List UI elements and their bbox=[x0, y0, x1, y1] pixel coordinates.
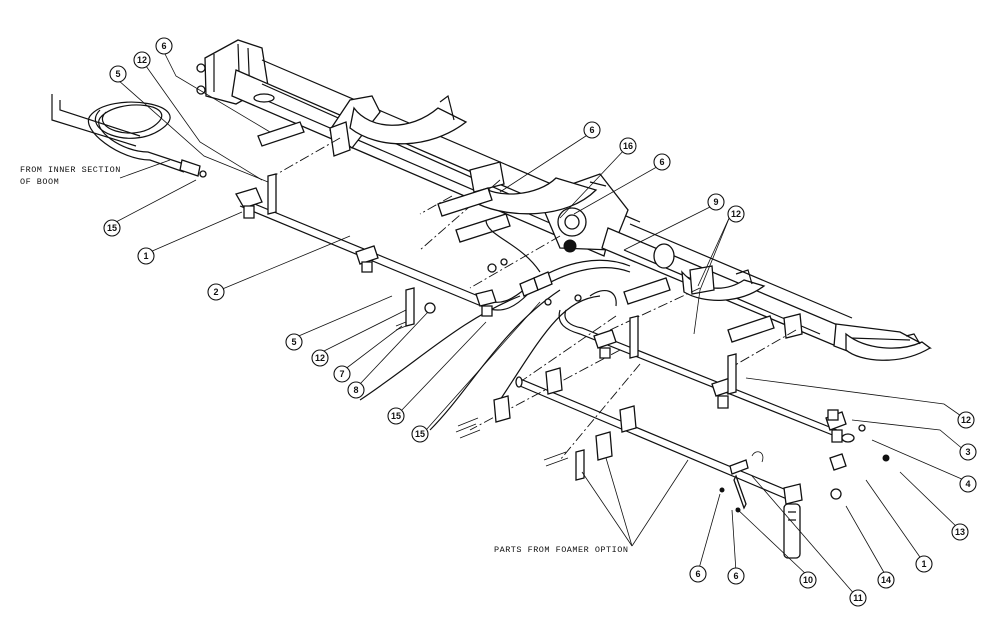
svg-text:11: 11 bbox=[853, 593, 863, 603]
callout-11: 11 bbox=[849, 589, 867, 607]
callout-13: 13 bbox=[951, 523, 969, 541]
svg-text:15: 15 bbox=[107, 223, 117, 233]
callout-1: 1 bbox=[137, 247, 155, 265]
svg-text:12: 12 bbox=[731, 209, 741, 219]
svg-text:12: 12 bbox=[961, 415, 971, 425]
svg-text:6: 6 bbox=[589, 125, 594, 135]
callout-10: 10 bbox=[799, 571, 817, 589]
callout-12: 12 bbox=[957, 411, 975, 429]
svg-text:15: 15 bbox=[391, 411, 401, 421]
svg-text:12: 12 bbox=[137, 55, 147, 65]
notes: FROM INNER SECTION OF BOOM PARTS FROM FO… bbox=[20, 159, 628, 555]
svg-text:14: 14 bbox=[881, 575, 891, 585]
nozzle-bodies bbox=[235, 173, 890, 500]
svg-text:8: 8 bbox=[353, 385, 358, 395]
callout-14: 14 bbox=[877, 571, 895, 589]
svg-text:6: 6 bbox=[733, 571, 738, 581]
callout-12: 12 bbox=[133, 51, 151, 69]
callout-15: 15 bbox=[411, 425, 429, 443]
callout-3: 3 bbox=[959, 443, 977, 461]
callout-balloons: 6 12 5 15 1 2 5 12 7 8 15 15 6 16 6 9 12… bbox=[103, 37, 977, 607]
callout-15: 15 bbox=[387, 407, 405, 425]
callout-2: 2 bbox=[207, 283, 225, 301]
callout-15: 15 bbox=[103, 219, 121, 237]
svg-text:3: 3 bbox=[965, 447, 970, 457]
callout-4: 4 bbox=[959, 475, 977, 493]
svg-text:15: 15 bbox=[415, 429, 425, 439]
plates bbox=[257, 121, 775, 343]
svg-text:13: 13 bbox=[955, 527, 965, 537]
callout-6: 6 bbox=[653, 153, 671, 171]
boom-frame bbox=[196, 39, 933, 361]
callout-12: 12 bbox=[727, 205, 745, 223]
callout-6: 6 bbox=[155, 37, 173, 55]
inner-hose bbox=[51, 94, 207, 178]
callout-8: 8 bbox=[347, 381, 365, 399]
svg-text:4: 4 bbox=[965, 479, 970, 489]
note-inner-section-line1: FROM INNER SECTION bbox=[20, 165, 121, 175]
svg-text:5: 5 bbox=[115, 69, 120, 79]
foamer-assembly bbox=[455, 367, 803, 559]
svg-text:6: 6 bbox=[695, 569, 700, 579]
note-inner-section-line2: OF BOOM bbox=[20, 177, 59, 187]
callout-6: 6 bbox=[583, 121, 601, 139]
svg-text:12: 12 bbox=[315, 353, 325, 363]
note-foamer-parts: PARTS FROM FOAMER OPTION bbox=[494, 545, 628, 555]
svg-text:10: 10 bbox=[803, 575, 813, 585]
leader-lines bbox=[115, 51, 965, 597]
callout-1: 1 bbox=[915, 555, 933, 573]
callout-12: 12 bbox=[311, 349, 329, 367]
svg-text:2: 2 bbox=[213, 287, 218, 297]
svg-text:9: 9 bbox=[713, 197, 718, 207]
callout-5: 5 bbox=[109, 65, 127, 83]
svg-text:7: 7 bbox=[339, 369, 344, 379]
svg-text:5: 5 bbox=[291, 337, 296, 347]
callout-6: 6 bbox=[727, 567, 745, 585]
callout-7: 7 bbox=[333, 365, 351, 383]
callout-16: 16 bbox=[619, 137, 637, 155]
callout-6: 6 bbox=[689, 565, 707, 583]
svg-text:1: 1 bbox=[921, 559, 926, 569]
callout-9: 9 bbox=[707, 193, 725, 211]
svg-text:1: 1 bbox=[143, 251, 148, 261]
spray-pipes bbox=[239, 197, 843, 439]
svg-text:6: 6 bbox=[161, 41, 166, 51]
callout-5: 5 bbox=[285, 333, 303, 351]
svg-text:16: 16 bbox=[623, 141, 633, 151]
svg-text:6: 6 bbox=[659, 157, 664, 167]
